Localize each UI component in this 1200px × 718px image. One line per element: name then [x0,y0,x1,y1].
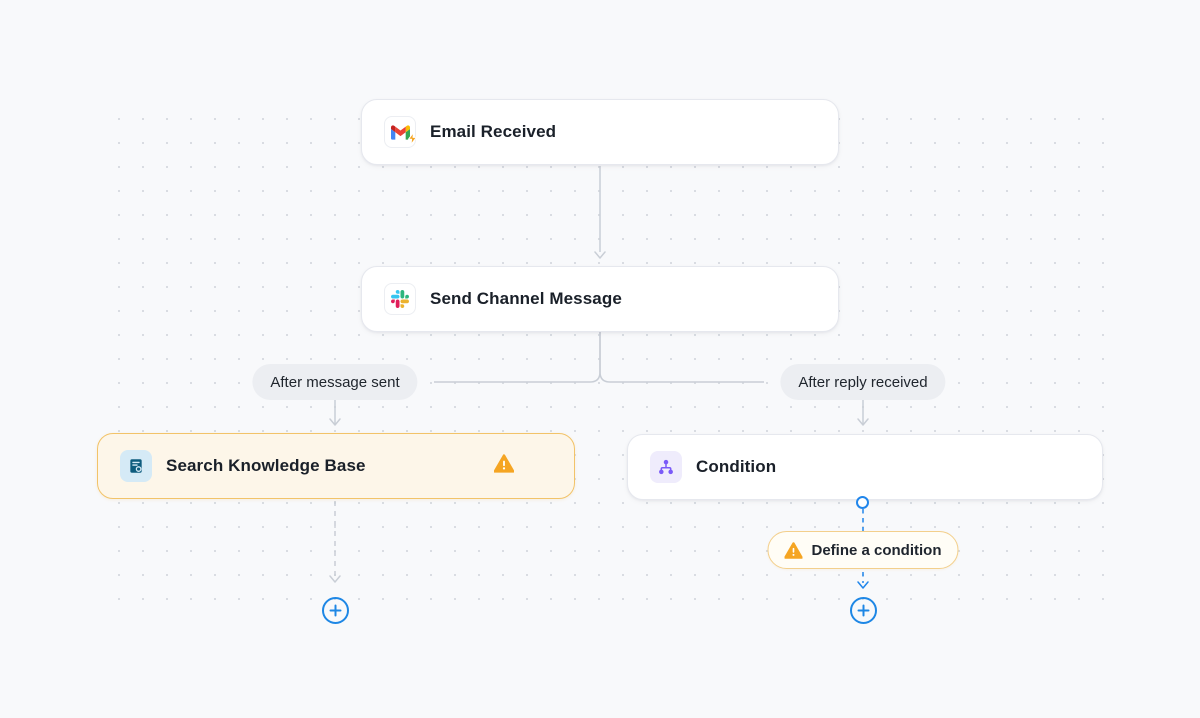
warning-triangle-icon [784,541,803,559]
knowledge-base-icon [120,450,152,482]
branch-label-text: After reply received [798,373,928,391]
node-send-channel-message[interactable]: Send Channel Message [361,266,839,332]
gmail-icon [384,116,418,150]
slack-icon [384,283,416,315]
define-condition-pill[interactable]: Define a condition [767,531,959,569]
branch-label-after-message-sent[interactable]: After message sent [252,364,418,400]
branch-label-text: After message sent [270,373,400,391]
node-email-received[interactable]: Email Received [361,99,839,165]
add-step-button-left[interactable] [322,597,349,624]
node-title: Send Channel Message [430,289,622,308]
connector-branch-split [329,332,869,426]
condition-branch-icon [650,451,682,483]
warning-triangle-icon [493,454,515,478]
trigger-bolt-icon [407,132,418,150]
node-title: Search Knowledge Base [166,456,366,475]
add-step-button-right[interactable] [850,597,877,624]
node-title: Condition [696,457,777,476]
node-condition[interactable]: Condition [627,434,1103,500]
connector-email-to-slack [594,166,606,259]
define-condition-label: Define a condition [811,541,942,559]
node-search-knowledge-base[interactable]: Search Knowledge Base [97,433,575,499]
node-title: Email Received [430,122,557,141]
condition-output-port[interactable] [856,496,869,509]
branch-label-after-reply-received[interactable]: After reply received [780,364,946,400]
connector-search-to-add [329,501,341,583]
